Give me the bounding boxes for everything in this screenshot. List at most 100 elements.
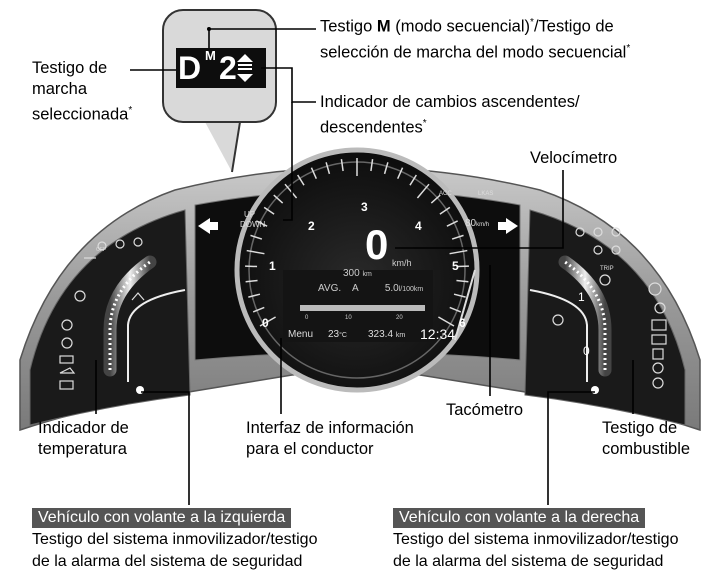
gear-position-ast: * (128, 105, 133, 116)
bar-tick-10: 10 (345, 315, 352, 321)
tach-tick (297, 174, 305, 186)
m-indicator-pre: Testigo (320, 17, 377, 36)
left-turn-icon (198, 218, 218, 234)
right-note-line2: de la alarma del sistema de seguridad (393, 553, 664, 570)
tach-tick (284, 183, 298, 199)
avg-label: AVG. (318, 283, 342, 294)
tach-mark-6: 6 (459, 316, 466, 330)
odo-value: 323.4 (368, 329, 394, 340)
downshift-icon (237, 74, 253, 82)
tach-tick (340, 158, 344, 172)
tach-mark-1: 1 (269, 259, 276, 273)
tach-tick (451, 234, 464, 240)
right-note-line1: Testigo del sistema inmovilizador/testig… (393, 531, 679, 548)
temperature-label: Indicador de temperatura (38, 418, 129, 460)
fuel-label: Testigo de combustible (602, 418, 690, 460)
fuel-range: 300 km (343, 268, 372, 279)
temperature-line2: temperatura (38, 440, 127, 458)
tach-mark-3: 3 (361, 200, 368, 214)
tach-tick (439, 206, 451, 215)
temperature-line1: Indicador de (38, 419, 129, 437)
zoom-gear-number: 2 (219, 50, 237, 86)
fuel-economy-bar (300, 305, 425, 311)
driver-info-line2: para el conductor (246, 440, 374, 458)
odometer: 323.4 km (368, 329, 405, 340)
avg-fuel: AVG. A 5.0l/100km (318, 283, 423, 294)
clock: 12:34 (420, 326, 456, 342)
gear-position-line3: seleccionada (32, 105, 129, 124)
trip-label: TRIP (600, 266, 614, 272)
speed-value: 0 (365, 221, 389, 268)
bar-tick-20: 20 (396, 315, 403, 321)
gear-position-line1: Testigo de (32, 59, 108, 77)
left-drive-header: Vehículo con volante a la izquierda (32, 508, 292, 528)
shift-indicator-label: Indicador de cambios ascendentes/ descen… (320, 92, 580, 139)
fuel-gauge-0: 0 (583, 344, 590, 358)
temp-value: 23 (328, 329, 340, 340)
tach-tick (409, 174, 417, 186)
tach-tick (325, 162, 331, 175)
driver-info-label: Interfaz de información para el conducto… (246, 418, 414, 460)
avg-unit: l/100km (398, 286, 424, 293)
tachometer-label: Tacómetro (446, 401, 524, 419)
avg-value: 5.0 (384, 283, 399, 294)
tach-mark-2: 2 (308, 219, 315, 233)
m-indicator-ast: * (530, 17, 534, 28)
m-indicator-post: (modo secuencial) (390, 17, 531, 36)
tach-tick (273, 194, 284, 204)
tach-tick (250, 234, 263, 240)
range-unit: km (362, 271, 372, 278)
temp-off-label: OFF (96, 247, 106, 253)
shift-up-label: UP (244, 210, 256, 219)
tach-tick (248, 293, 261, 298)
tach-tick (456, 279, 469, 283)
temp-unit: °C (339, 332, 347, 339)
lkas-label: LKAS (478, 191, 494, 197)
speedometer-label: Velocímetro (530, 149, 618, 167)
tach-tick (396, 167, 404, 179)
zoom-gear-m: M (205, 48, 216, 63)
left-note-line2: de la alarma del sistema de seguridad (32, 553, 303, 570)
tach-tick (453, 293, 466, 298)
right-turn-icon (498, 218, 518, 234)
odo-unit: km (395, 332, 406, 339)
shift-indicator-line1: Indicador de cambios ascendentes/ (320, 93, 580, 111)
range-value: 300 (343, 268, 360, 279)
tach-tick (246, 249, 265, 255)
tach-tick (310, 167, 318, 179)
m-indicator-bold: M (376, 17, 391, 36)
tach-mark-4: 4 (415, 219, 422, 233)
left-note-line1: Testigo del sistema inmovilizador/testig… (32, 531, 318, 548)
shift-indicator-line2: descendentes (320, 118, 423, 137)
gear-position-label: Testigo de marcha seleccionada* (32, 58, 132, 126)
menu-label[interactable]: Menu (288, 329, 314, 340)
shift-indicator-ast: * (422, 118, 427, 129)
m-indicator-tail: /Testigo de (533, 17, 614, 36)
tach-tick (263, 206, 275, 215)
m-indicator-ast2: * (626, 42, 631, 54)
speed-unit: km/h (392, 258, 412, 268)
fuel-line1: Testigo de (602, 419, 678, 437)
shift-down-label: DOWN (240, 220, 266, 229)
acc-label: ACC (439, 191, 452, 197)
tach-tick (449, 306, 462, 313)
tach-tick (383, 162, 389, 175)
outside-temp: 23°C (328, 329, 347, 340)
tach-tick (438, 316, 455, 327)
acc-speed-unit: km/h (476, 222, 490, 228)
gear-position-line2: marcha (32, 80, 88, 98)
tach-mark-5: 5 (452, 259, 459, 273)
m-indicator-label: Testigo M (modo secuencial)*/Testigo de … (320, 12, 630, 63)
driver-info-line1: Interfaz de información (246, 419, 414, 437)
fuel-gauge-1: 1 (578, 290, 585, 304)
tach-tick (430, 194, 441, 204)
avg-mode: A (351, 283, 359, 294)
tach-tick (256, 220, 268, 227)
right-drive-header: Vehículo con volante a la derecha (393, 508, 646, 528)
acc-speed: 80km/h (465, 218, 489, 229)
tach-tick (252, 306, 265, 313)
tach-tick (449, 249, 468, 255)
tach-mark-0: 0 (262, 316, 269, 330)
tach-tick (416, 183, 430, 199)
